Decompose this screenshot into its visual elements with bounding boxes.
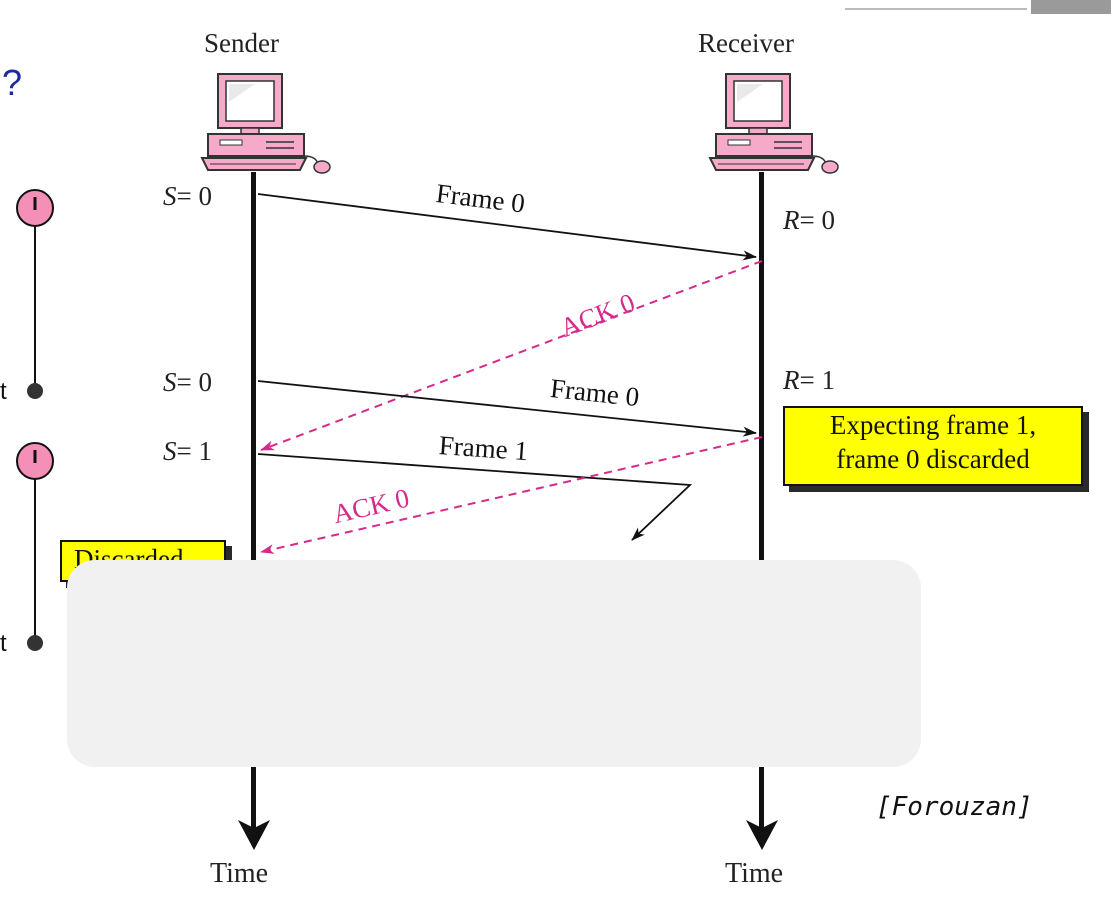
timer-lines <box>16 189 54 651</box>
timer-label-fragment: t <box>0 630 7 657</box>
ack-0-duplicate-arrow <box>260 436 763 554</box>
frame-1-lost-arrow <box>257 453 693 541</box>
receiver-time-arrowhead <box>746 820 778 850</box>
receiver-computer-icon <box>708 73 839 174</box>
receiver-state: R= 1 <box>783 365 835 395</box>
sender-state: S= 0 <box>163 181 212 211</box>
sender-title: Sender <box>204 28 279 58</box>
sender-lifeline <box>251 172 256 832</box>
ack-0-arrow <box>260 260 763 451</box>
receiver-state: R= 0 <box>783 205 835 235</box>
frame-0-retransmit-arrow <box>257 380 757 437</box>
timeout-dot <box>27 383 43 399</box>
receiver-time-label: Time <box>725 858 784 889</box>
callout-line: Expecting frame 1, <box>829 410 1037 440</box>
occluding-overlay <box>67 560 921 767</box>
callout-line: frame 0 discarded <box>836 444 1030 474</box>
sender-state: S= 0 <box>163 367 212 397</box>
sender-state: S= 1 <box>163 436 212 466</box>
sender-computer-icon <box>200 73 331 174</box>
receiver-title: Receiver <box>698 28 794 58</box>
timer-label-fragment: t <box>0 378 7 405</box>
frame-0-arrow <box>257 193 757 261</box>
source-credit: [Forouzan] <box>876 792 1033 822</box>
slide-title-fragment: ? <box>2 62 23 103</box>
top-bar <box>845 0 1111 16</box>
sender-time-arrowhead <box>238 820 270 850</box>
receiver-lifeline <box>759 172 764 832</box>
timeout-dot <box>27 635 43 651</box>
sender-time-label: Time <box>210 858 269 889</box>
receiver-discard-callout: Expecting frame 1, frame 0 discarded <box>783 406 1083 486</box>
frame-1-label: Frame 1 <box>437 430 530 467</box>
